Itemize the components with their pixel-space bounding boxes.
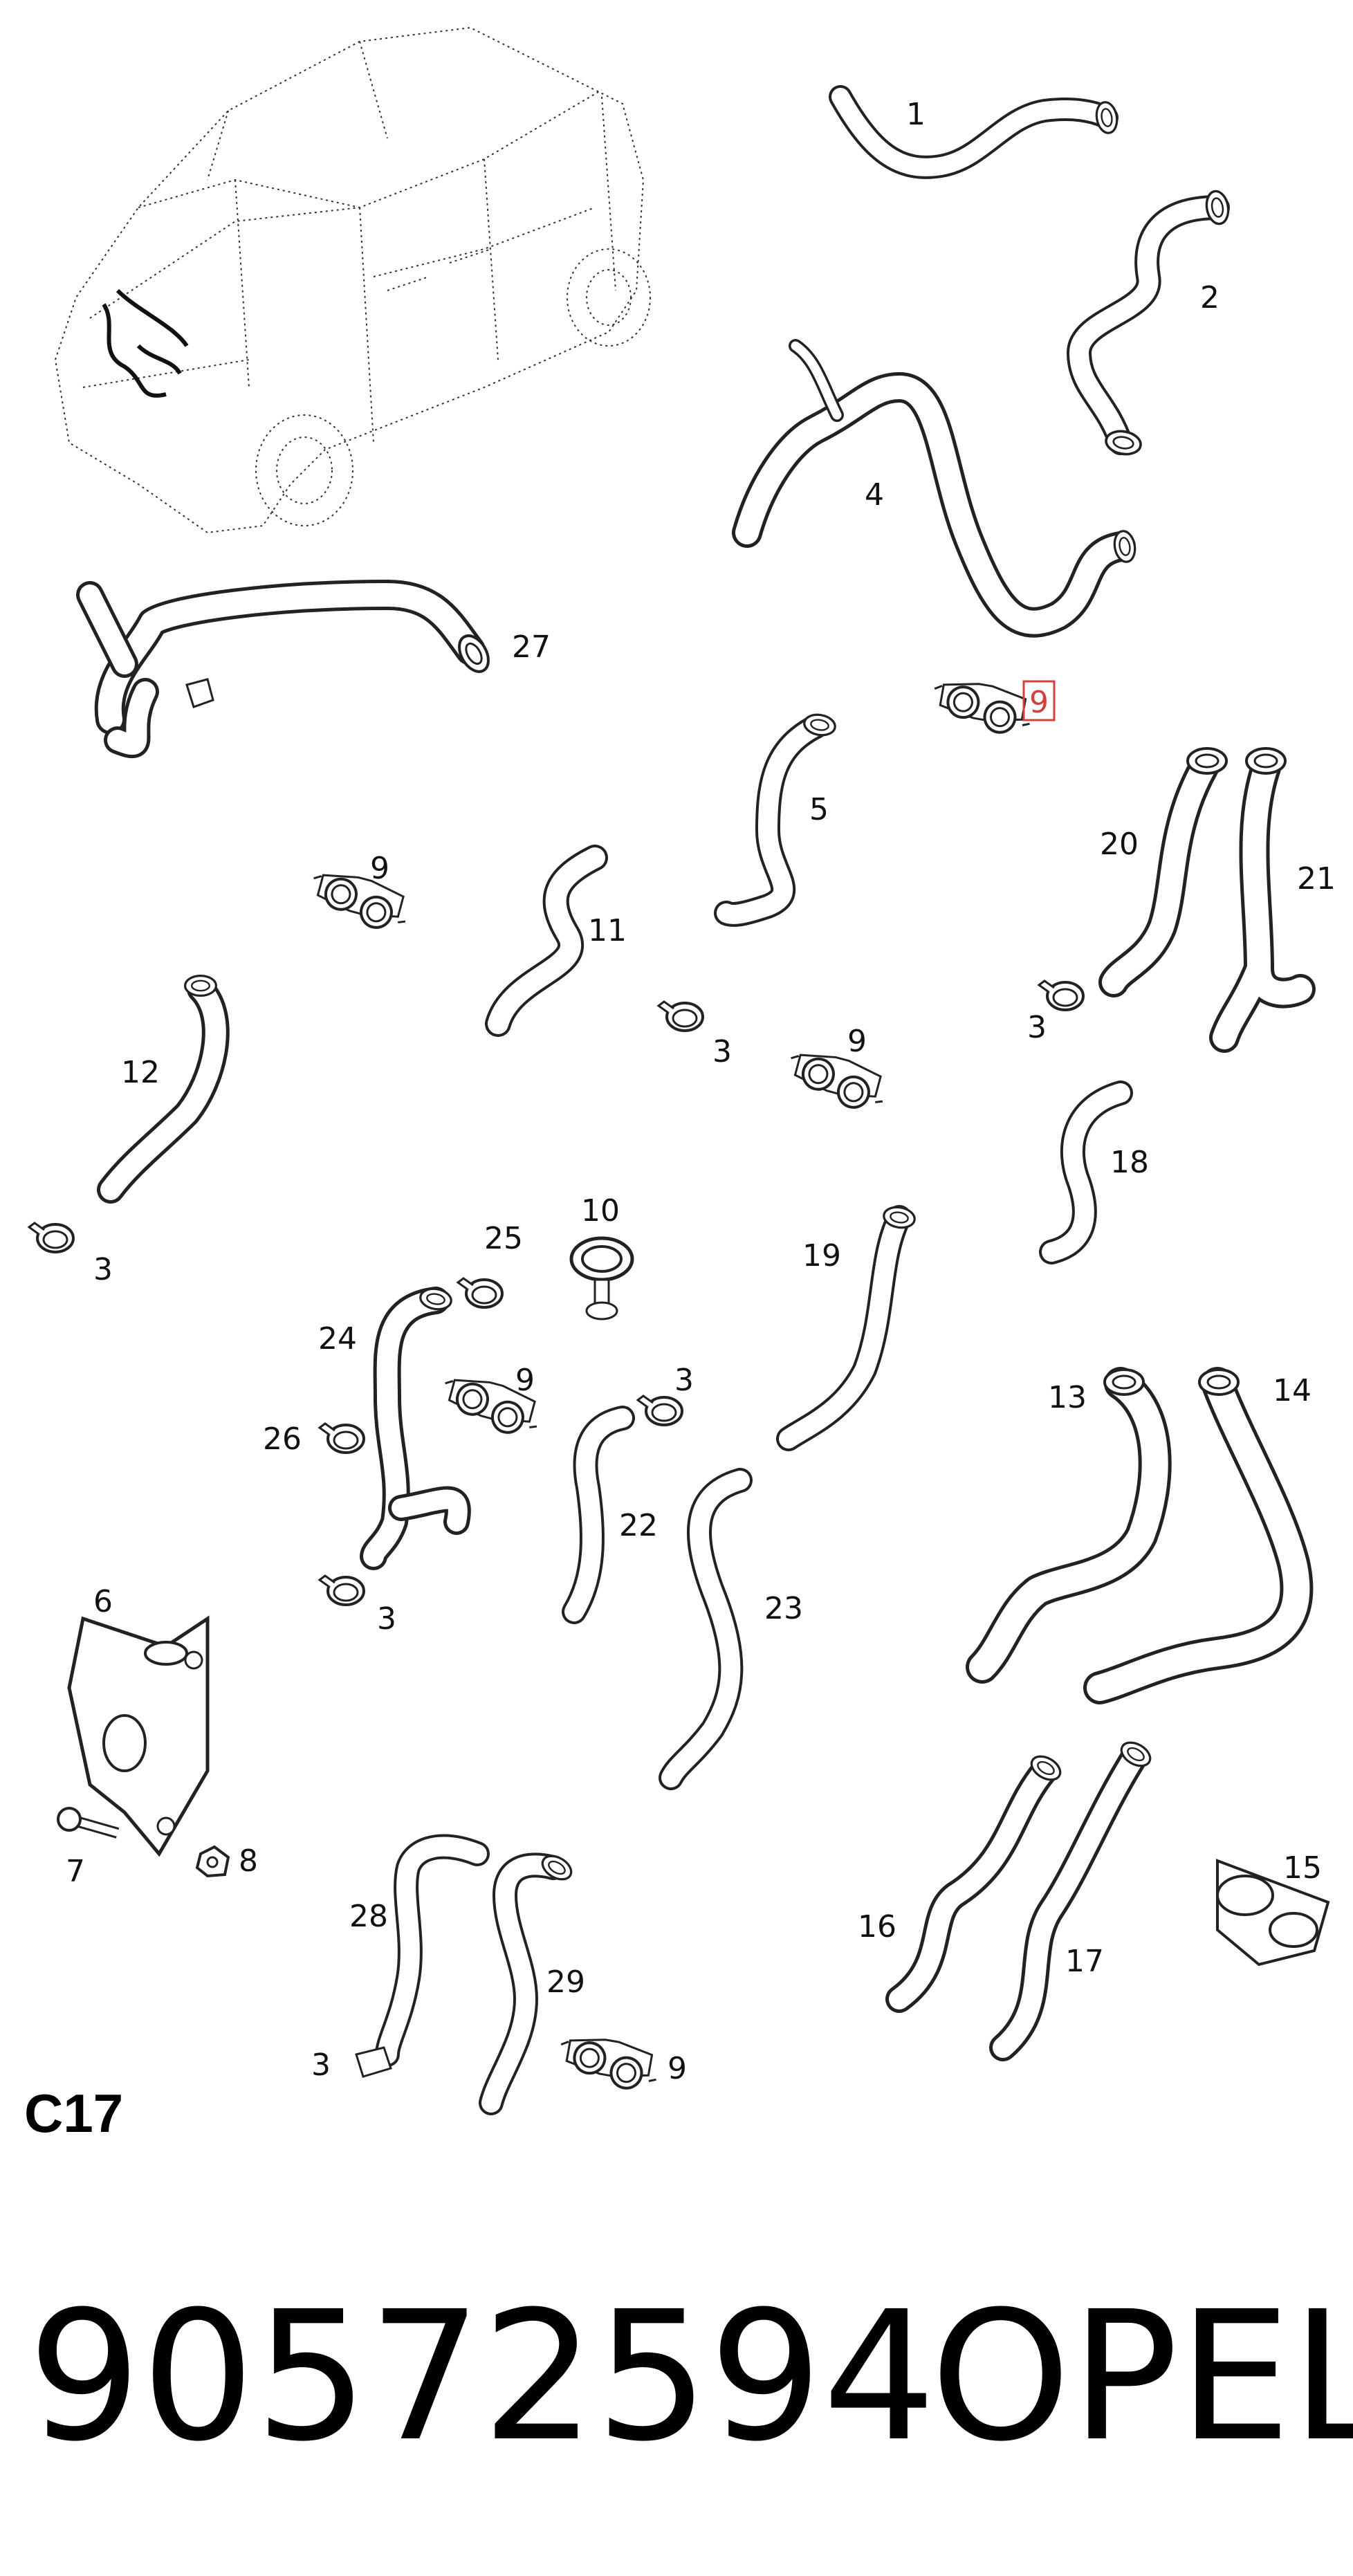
- callout-20: 20: [1100, 827, 1139, 862]
- hose-clamp-25: [457, 1277, 504, 1309]
- nut-8: [195, 1845, 230, 1878]
- callout-24: 24: [318, 1321, 357, 1356]
- brand-name: OPEL: [930, 2273, 1353, 2481]
- callout-9-a: 9: [370, 851, 389, 886]
- section-code: C17: [24, 2083, 123, 2144]
- vehicle-outline-illustration: [54, 26, 651, 534]
- callout-27: 27: [512, 629, 551, 665]
- hose-clamp-3-d: [636, 1395, 683, 1426]
- callout-2: 2: [1200, 280, 1219, 315]
- callout-11: 11: [588, 913, 627, 948]
- hose-clamp-3-b: [657, 1000, 704, 1032]
- double-clip-9-a: [304, 865, 415, 937]
- engine-bay-harness-icon: [102, 288, 189, 398]
- hose-14: [1083, 1367, 1314, 1704]
- callout-15: 15: [1283, 1850, 1322, 1886]
- callout-19: 19: [802, 1238, 841, 1273]
- callout-29: 29: [546, 1965, 585, 2000]
- hose-clamp-3-a: [1038, 979, 1085, 1011]
- callout-13: 13: [1048, 1380, 1087, 1415]
- callout-3-e: 3: [377, 1601, 396, 1637]
- callout-25: 25: [484, 1221, 523, 1256]
- hose-clamp-3-c: [28, 1222, 75, 1253]
- highlight-box: [1022, 680, 1056, 721]
- callout-17: 17: [1065, 1944, 1104, 1979]
- hose-19: [776, 1204, 918, 1451]
- bracket-6: [67, 1615, 210, 1857]
- hose-20: [1098, 747, 1228, 997]
- hose-clamp-3-e: [318, 1574, 365, 1606]
- callout-3-c: 3: [93, 1252, 113, 1287]
- callout-3-d: 3: [674, 1363, 694, 1398]
- double-clip-9-d: [554, 2030, 663, 2095]
- callout-7: 7: [66, 1854, 85, 1889]
- callout-26: 26: [263, 1422, 302, 1457]
- hose-24: [360, 1285, 471, 1570]
- hose-18: [1039, 1080, 1133, 1264]
- callout-6: 6: [93, 1584, 113, 1619]
- hose-11: [485, 845, 608, 1037]
- double-clip-9-b: [781, 1045, 892, 1116]
- callout-21: 21: [1297, 861, 1336, 896]
- callout-14: 14: [1273, 1373, 1311, 1408]
- callout-28: 28: [349, 1899, 388, 1934]
- part-number: 90572594: [28, 2273, 936, 2481]
- callout-10: 10: [581, 1193, 620, 1229]
- callout-5: 5: [809, 792, 829, 827]
- hose-clamp-26: [318, 1422, 365, 1454]
- callout-9-d: 9: [668, 2051, 687, 2086]
- hose-27: [76, 580, 496, 759]
- callout-8: 8: [239, 1843, 258, 1879]
- hose-17: [989, 1736, 1156, 2061]
- callout-3-a: 3: [1027, 1010, 1047, 1045]
- hose-1: [829, 85, 1121, 179]
- hose-12: [97, 974, 230, 1204]
- callout-9-b: 9: [847, 1024, 867, 1059]
- callout-18: 18: [1110, 1145, 1149, 1180]
- callout-16: 16: [858, 1909, 896, 1944]
- callout-23: 23: [764, 1591, 803, 1626]
- bolt-7: [57, 1807, 120, 1839]
- callout-9-highlighted: 9: [1029, 685, 1049, 720]
- callout-labels: 1 2 4 9 27 5 20 21 9 11 3 9 3 12 18 3 10…: [66, 97, 1336, 2086]
- clip-15: [1216, 1859, 1330, 1967]
- double-clip-9-highlighted: [928, 674, 1037, 739]
- callout-3-b: 3: [712, 1034, 732, 1069]
- hose-28: [355, 1834, 490, 2078]
- callout-9-c: 9: [515, 1363, 535, 1398]
- hose-23: [659, 1468, 753, 1790]
- clip-10: [569, 1236, 634, 1321]
- hose-2: [1067, 188, 1232, 459]
- hose-29: [479, 1850, 577, 2115]
- callout-3-f: 3: [311, 2048, 331, 2083]
- callout-22: 22: [619, 1508, 658, 1543]
- hose-4: [732, 339, 1139, 638]
- hose-16: [885, 1750, 1066, 2013]
- callout-1: 1: [906, 97, 926, 132]
- hose-13: [966, 1367, 1172, 1684]
- callout-12: 12: [121, 1055, 160, 1090]
- hose-21: [1209, 747, 1316, 1053]
- hose-5: [714, 711, 838, 927]
- callout-4: 4: [865, 477, 884, 513]
- hose-22: [562, 1406, 635, 1624]
